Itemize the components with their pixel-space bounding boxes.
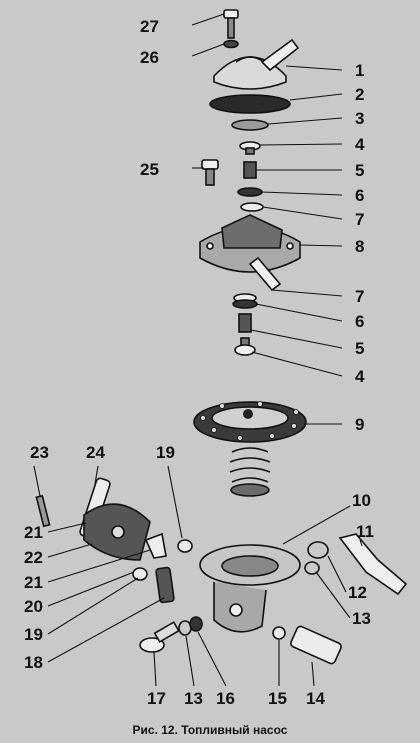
callout-8: 8 [355,237,364,256]
callout-25: 25 [140,160,159,179]
washer-19a [177,539,193,553]
body-8 [199,214,301,292]
callout-11: 11 [356,522,374,541]
leader-lines [33,13,363,687]
callout-23: 23 [30,443,49,462]
callout-2: 2 [355,85,364,104]
callout-7: 7 [355,210,364,229]
callout-6b: 6 [355,312,364,331]
callout-13b: 13 [184,689,203,708]
figure-caption: Рис. 12. Топливный насос [133,723,288,737]
callout-10: 10 [352,491,371,510]
cover-1 [213,38,300,90]
spring-5 [243,161,257,179]
lever-11 [338,533,408,596]
cap-14 [290,625,342,665]
callout-21a: 21 [24,523,43,542]
callout-18: 18 [24,653,43,672]
callout-numbers: 27 26 25 1 2 3 4 5 6 7 8 7 6 5 4 9 23 24… [24,17,374,708]
callout-3: 3 [355,109,364,128]
ring-13b [178,620,192,636]
seat-6 [237,187,263,197]
clip-12 [307,541,329,559]
lever-housing-22 [83,503,151,561]
lever-20 [144,532,167,559]
callout-5b: 5 [355,339,364,358]
filter-3 [231,119,269,131]
valve-4 [239,141,261,155]
diaphragm-9 [193,401,307,497]
callout-9: 9 [355,415,364,434]
ring-13 [304,561,320,575]
washer-7 [240,202,264,212]
callout-22: 22 [24,548,43,567]
callout-21b: 21 [24,573,43,592]
callout-4b: 4 [355,367,365,386]
bolt-25 [201,159,219,186]
callout-4: 4 [355,135,365,154]
callout-14: 14 [306,689,325,708]
callout-20: 20 [24,597,43,616]
callout-19b: 19 [24,625,43,644]
callout-24: 24 [86,443,105,462]
washer-26 [223,39,239,49]
seat-6b [232,299,258,309]
callout-15: 15 [268,689,287,708]
callout-17: 17 [147,689,166,708]
spring-5b [238,313,252,333]
washer-19b [132,567,148,581]
plunger-17 [139,621,180,653]
screw-27 [223,9,239,39]
callout-5: 5 [355,161,364,180]
callout-13a: 13 [352,609,371,628]
callout-7b: 7 [355,287,364,306]
callout-16: 16 [216,689,235,708]
callout-12: 12 [348,583,367,602]
spring-18 [155,566,175,604]
washer-15 [272,626,286,640]
callout-27: 27 [140,17,159,36]
callout-1: 1 [355,61,364,80]
washer-16 [189,616,203,632]
callout-6: 6 [355,186,364,205]
housing-10 [199,544,301,633]
callout-19a: 19 [156,443,175,462]
gasket-2 [209,94,291,114]
valve-4b [234,337,256,356]
callout-26: 26 [140,48,159,67]
